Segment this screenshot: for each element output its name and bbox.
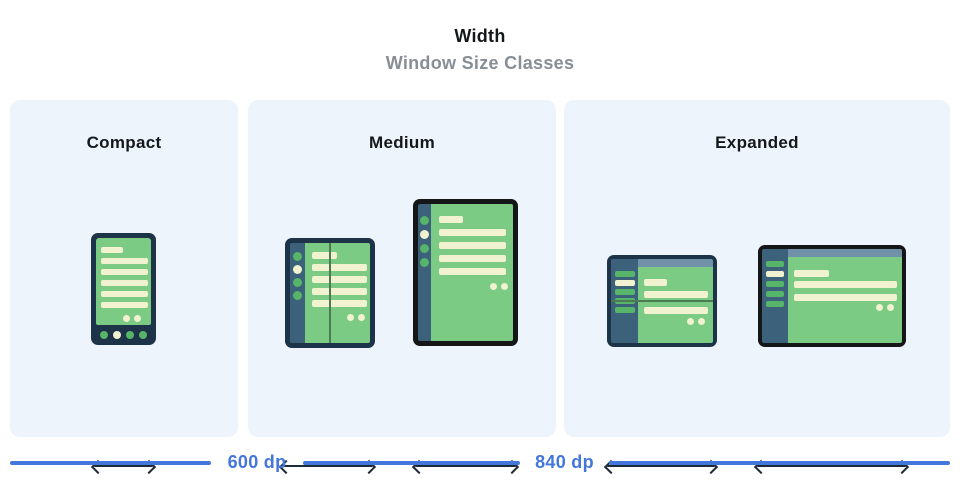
action-dots (794, 304, 902, 311)
action-dots (101, 315, 146, 322)
content-line (439, 229, 506, 236)
phone-device (91, 233, 156, 345)
foldable-portrait-device (285, 238, 375, 348)
content-line (312, 276, 367, 283)
sidebar (762, 249, 788, 343)
action-dot-icon (698, 318, 705, 325)
fold-line (611, 300, 713, 302)
action-dot-icon (687, 318, 694, 325)
content-line (794, 281, 897, 288)
tablet-screen (431, 204, 513, 341)
content-line (312, 264, 367, 271)
action-dot-icon (347, 314, 354, 321)
action-dot-icon (123, 315, 130, 322)
width-arrow (90, 459, 157, 475)
sidebar-item (614, 307, 635, 313)
content-line (644, 279, 667, 286)
panel-expanded-label: Expanded (715, 133, 799, 152)
phone-screen (96, 238, 151, 325)
content-line (794, 270, 829, 277)
content-line (794, 294, 897, 301)
main-pane (788, 249, 902, 343)
diagram-title: Width (454, 26, 506, 46)
content-area (638, 267, 713, 343)
desktop-display-device (758, 245, 906, 347)
content-line (101, 291, 148, 297)
rail-dot-icon (420, 216, 429, 225)
content-line (644, 307, 708, 314)
fold-line (329, 243, 331, 343)
width-arrow (411, 459, 520, 475)
width-arrow (753, 459, 910, 475)
breakpoint-840dp-label: 840 dp (535, 452, 594, 472)
rail-dot-icon (293, 265, 302, 274)
action-dot-icon (501, 283, 508, 290)
app-top-bar (638, 259, 713, 267)
foldable-screen (305, 243, 370, 343)
rail-dot-icon (293, 278, 302, 287)
tablet-portrait-device (413, 199, 518, 346)
content-line (644, 291, 708, 298)
nav-rail (290, 243, 305, 343)
content-line (101, 258, 148, 264)
main-pane (638, 259, 713, 343)
nav-rail (418, 204, 431, 341)
content-line (101, 280, 148, 286)
app-top-bar (788, 249, 902, 257)
action-dots (439, 283, 513, 290)
breakpoint-600dp-label: 600 dp (227, 452, 287, 472)
nav-dot-icon (100, 331, 108, 339)
foldable-landscape-device (607, 255, 717, 347)
rail-dot-icon (293, 252, 302, 261)
content-line (101, 269, 148, 275)
content-line (439, 268, 506, 275)
rail-dot-icon (420, 258, 429, 267)
content-line (312, 288, 367, 295)
width-arrow (603, 459, 719, 475)
sidebar-item (614, 271, 635, 277)
width-arrow (278, 459, 377, 475)
content-line (439, 255, 506, 262)
panel-compact-label: Compact (86, 133, 162, 152)
action-dots (644, 318, 713, 325)
content-line (439, 216, 463, 223)
content-area (788, 257, 902, 343)
action-dot-icon (358, 314, 365, 321)
sidebar-item (766, 301, 784, 307)
panel-medium: Medium (248, 100, 556, 475)
content-line (101, 302, 148, 308)
diagram-subtitle: Window Size Classes (385, 53, 575, 73)
content-line (101, 247, 123, 253)
breakpoint-rule-segment (609, 461, 950, 465)
content-line (312, 252, 337, 259)
action-dot-icon (490, 283, 497, 290)
phone-nav-bar (96, 325, 151, 345)
content-line (312, 300, 367, 307)
rail-dot-icon (420, 244, 429, 253)
nav-dot-icon (139, 331, 147, 339)
action-dot-icon (876, 304, 883, 311)
sidebar-item (766, 261, 784, 267)
breakpoint-rule-segment (303, 461, 520, 465)
panel-compact: Compact (10, 100, 238, 475)
content-line (439, 242, 506, 249)
breakpoint-rule-segment (10, 461, 211, 465)
action-dots (312, 314, 370, 321)
nav-dot-icon (126, 331, 134, 339)
panel-expanded: Expanded (564, 100, 950, 475)
rail-dot-icon (293, 291, 302, 300)
panel-medium-label: Medium (368, 133, 436, 152)
sidebar-item (614, 280, 635, 286)
action-dot-icon (134, 315, 141, 322)
nav-dot-icon (113, 331, 121, 339)
sidebar-item (766, 281, 784, 287)
sidebar-item (766, 271, 784, 277)
sidebar-item (766, 291, 784, 297)
rail-dot-icon (420, 230, 429, 239)
action-dot-icon (887, 304, 894, 311)
sidebar-item (614, 289, 635, 295)
